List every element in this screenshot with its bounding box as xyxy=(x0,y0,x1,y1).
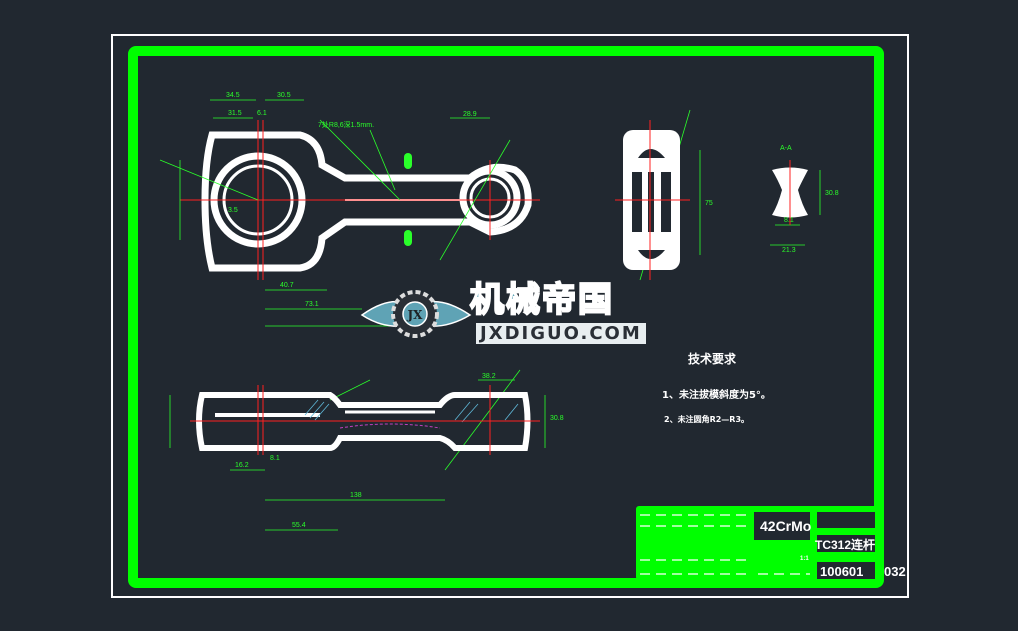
outer-frame xyxy=(111,34,909,598)
dimension-label: 38.2 xyxy=(482,373,496,380)
side-view xyxy=(615,120,690,280)
material-label: 42CrMo xyxy=(760,518,812,534)
dimension-label: 40.7 xyxy=(280,282,294,289)
dimension-label: 55.4 xyxy=(292,522,306,529)
bottom-view xyxy=(196,392,531,451)
hidden-line xyxy=(339,423,441,429)
drawing-number-suffix: 032 xyxy=(884,564,906,579)
dimension-label: 30.8 xyxy=(550,415,564,422)
part-name-label: TC312连杆 xyxy=(815,538,876,552)
dimension-label: 138 xyxy=(350,492,362,499)
dimension-label: 21.3 xyxy=(782,247,796,254)
oil-hole-marks xyxy=(404,153,412,246)
dimension-label: A-A xyxy=(780,145,792,152)
dimension-label: 30.8 xyxy=(825,190,839,197)
watermark-url-text: JXDIGUO.COM xyxy=(476,323,646,344)
scale-label: 1:1 xyxy=(800,556,809,562)
watermark-logo-text: 机械帝国 xyxy=(469,280,614,320)
watermark-emblem: JX xyxy=(360,290,472,338)
dimension-label: 34.5 xyxy=(226,92,240,99)
tech-requirement-item: 2、未注圆角R2—R3。 xyxy=(664,415,750,424)
title-block xyxy=(636,506,879,580)
tech-requirements-title: 技术要求 xyxy=(688,352,737,366)
dimension-label: 3.5 xyxy=(228,207,238,214)
dimension-label: 28.9 xyxy=(463,111,477,118)
dimension-label: 6.1 xyxy=(257,110,267,117)
dimension-label: 8.1 xyxy=(270,455,280,462)
drawing-number-label: 100601 xyxy=(820,564,864,579)
dimension-label: 8.1 xyxy=(784,217,794,224)
dimension-label: 73.1 xyxy=(305,301,319,308)
dimension-label: 31.5 xyxy=(228,110,242,117)
dimension-label: 30.5 xyxy=(277,92,291,99)
dimension-label: 7处R8,6深1.5mm. xyxy=(318,120,374,129)
section-a-a xyxy=(772,160,808,225)
drawing-border xyxy=(128,46,884,588)
watermark-emblem-text: JX xyxy=(407,308,424,322)
section-hatch xyxy=(304,399,519,423)
dimension-label: 75 xyxy=(705,200,713,207)
dimension-label: 16.2 xyxy=(235,462,249,469)
top-view xyxy=(201,131,532,272)
tech-requirement-item: 1、未注拔模斜度为5°。 xyxy=(662,390,771,401)
